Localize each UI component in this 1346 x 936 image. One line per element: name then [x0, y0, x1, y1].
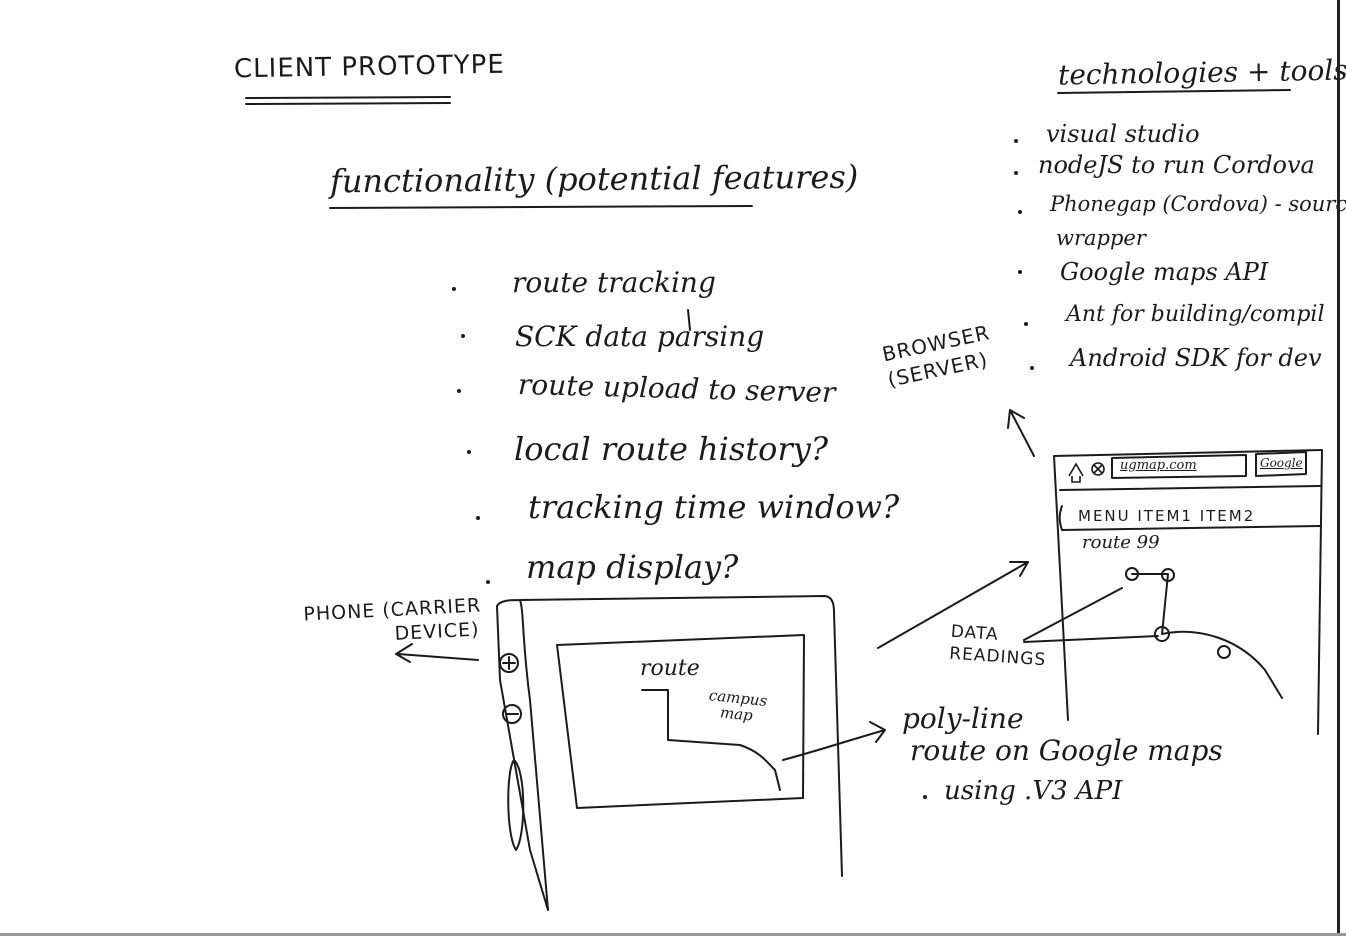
tech-item: Google maps API [1060, 258, 1269, 286]
technologies-underline [1057, 89, 1291, 94]
screen-route-line [641, 689, 781, 791]
browser-route-label: route 99 [1082, 532, 1160, 553]
bullet [467, 450, 471, 454]
phone-outline [496, 595, 843, 911]
search-box [1255, 451, 1307, 477]
home-icon [1068, 462, 1084, 483]
bullet [486, 580, 490, 584]
bullet [461, 334, 465, 338]
page-title: CLIENT PROTOTYPE [233, 49, 506, 85]
feature-item: SCK data parsing [515, 320, 765, 353]
bullet [923, 795, 927, 799]
browser-route [1131, 573, 1283, 699]
functionality-underline [329, 205, 753, 209]
arrow-to-browser [877, 561, 1029, 649]
technologies-heading: technologies + tools: [1057, 53, 1346, 92]
bullet [476, 516, 480, 520]
tech-item: Android SDK for dev [1070, 344, 1322, 372]
tech-item: nodeJS to run Cordova [1038, 151, 1315, 179]
menu-divider [1058, 505, 1321, 531]
arrow-browser [1007, 409, 1035, 457]
feature-item: route tracking [512, 266, 716, 299]
functionality-heading: functionality (potential features) [329, 157, 859, 201]
bullet [1018, 270, 1022, 274]
feature-item: map display? [526, 548, 739, 586]
search-button-label: Google [1260, 456, 1303, 470]
zoom-in-button-sketch [499, 653, 519, 673]
scan-edge-bottom [0, 933, 1346, 936]
bullet [1018, 210, 1022, 214]
tech-item: visual studio [1046, 120, 1200, 148]
feature-item: local route history? [514, 430, 828, 468]
bullet [1024, 322, 1028, 326]
feature-item: tracking time window? [528, 488, 900, 526]
close-icon [1091, 462, 1105, 476]
bullet [1014, 171, 1018, 175]
zoom-out-button-sketch [502, 704, 522, 724]
scan-edge-right [1337, 0, 1340, 936]
bullet [1030, 366, 1034, 370]
arrow-phone [395, 643, 479, 663]
tech-item: Ant for building/compil [1066, 302, 1325, 327]
readings-lines [1023, 587, 1159, 643]
browser-menu: MENU ITEM1 ITEM2 [1078, 507, 1256, 525]
toolbar-divider [1059, 485, 1321, 491]
tech-item: Phonegap (Cordova) - source [1050, 192, 1346, 216]
data-readings-label: DATA READINGS [949, 621, 1049, 672]
screen-map-label: campus map [706, 686, 768, 725]
phone-label: PHONE (CARRIER DEVICE) [303, 593, 483, 650]
arrow-to-polyline [782, 721, 886, 761]
polyline-route-label: route on Google maps [910, 734, 1223, 767]
tech-item-continued: wrapper [1056, 226, 1146, 250]
bullet [1014, 139, 1018, 143]
polyline-label: poly-line [902, 702, 1024, 735]
bullet [457, 389, 461, 393]
address-bar-url: ugmap.com [1120, 458, 1197, 473]
address-bar [1111, 454, 1247, 479]
screen-route-label: route [640, 656, 700, 681]
bullet [452, 287, 456, 291]
polyline-api-label: using .V3 API [944, 776, 1123, 806]
title-underline [245, 96, 451, 105]
phone-screen [556, 634, 805, 809]
phone-slot [507, 759, 525, 851]
browser-window [1053, 449, 1323, 735]
